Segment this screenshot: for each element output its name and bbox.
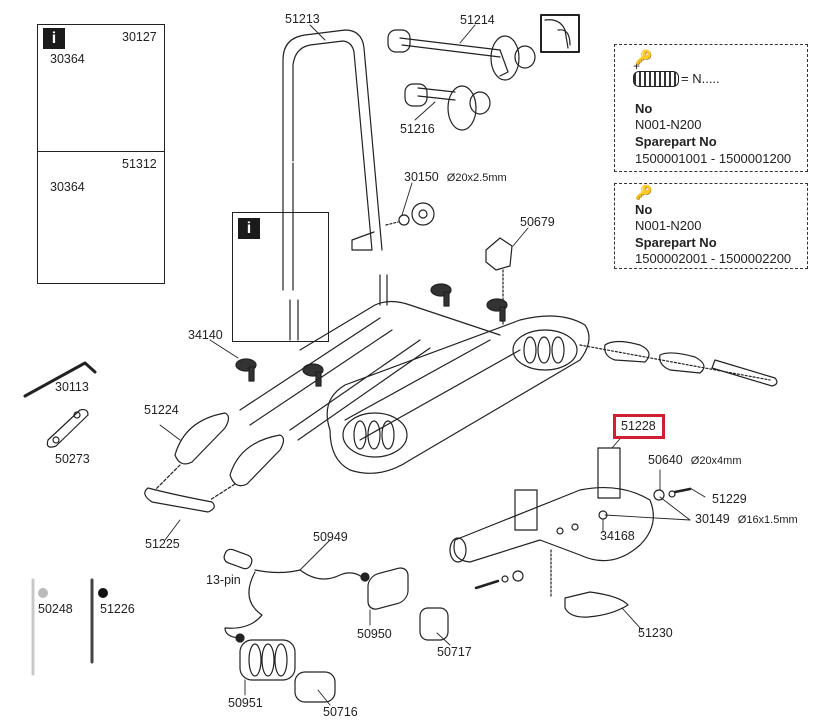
key-equation: = N..... — [681, 71, 720, 86]
carrier-body-drawing — [239, 274, 590, 474]
key-no-label: No — [635, 202, 653, 217]
part-label-51312: 51312 — [122, 157, 157, 171]
info-badge: i — [238, 218, 260, 239]
key-no-range: N001-N200 — [635, 218, 702, 233]
part-label-34140: 34140 — [188, 328, 223, 342]
key-no-label: No — [635, 101, 653, 116]
key-sparepart-label: Sparepart No — [635, 134, 717, 149]
part-id: 50640 — [648, 453, 683, 467]
part-label-51226: 51226 — [100, 602, 135, 616]
key-sparepart-range: 1500002001 - 1500002200 — [635, 251, 792, 266]
part-label-13-pin: 13-pin — [206, 573, 241, 587]
part-label-30364-lower: 30364 — [50, 180, 85, 194]
part-spec: Ø16x1.5mm — [737, 514, 798, 526]
part-label-51230: 51230 — [638, 626, 673, 640]
part-label-51225: 51225 — [145, 537, 180, 551]
part-label-51224: 51224 — [144, 403, 179, 417]
part-label-51228[interactable]: 51228 — [621, 419, 656, 433]
frame-51213-drawing — [282, 29, 383, 291]
highlight-box-51228[interactable]: 51228 — [613, 414, 665, 439]
key-box-1: + 🔑 = N..... No N001-N200 Sparepart No 1… — [614, 44, 808, 172]
part-label-30149: 30149 Ø16x1.5mm — [695, 512, 798, 527]
leader-lines — [159, 24, 706, 706]
part-label-30364-upper: 30364 — [50, 52, 85, 66]
arm-51214-drawing — [387, 29, 536, 81]
swatch-dark-icon — [98, 588, 108, 598]
part-spec: Ø20x4mm — [690, 455, 742, 467]
part-label-50949: 50949 — [313, 530, 348, 544]
part-label-50951: 50951 — [228, 696, 263, 710]
wiring-50949-drawing — [223, 548, 370, 643]
key-no-range: N001-N200 — [635, 117, 702, 132]
part-label-51213: 51213 — [285, 12, 320, 26]
key-plus: + — [633, 59, 641, 73]
part-spec: Ø20x2.5mm — [446, 172, 507, 184]
straps-drawing — [235, 283, 508, 387]
part-label-51229: 51229 — [712, 492, 747, 506]
part-label-50273: 50273 — [55, 452, 90, 466]
key-icon: 🔑 — [635, 49, 653, 65]
part-50679-drawing — [485, 237, 513, 271]
part-id: 30149 — [695, 512, 730, 526]
part-label-51216: 51216 — [400, 122, 435, 136]
part-label-51214: 51214 — [460, 13, 495, 27]
knob-30150-drawing — [351, 202, 435, 251]
swatch-light-icon — [38, 588, 48, 598]
part-id: 30150 — [404, 170, 439, 184]
arm-51216-drawing — [404, 83, 491, 131]
hitch-drawing — [449, 447, 692, 618]
part-label-50679: 50679 — [520, 215, 555, 229]
cradles-51224-drawing — [144, 412, 285, 513]
plate-50273-drawing — [46, 408, 89, 448]
info-badge: i — [43, 28, 65, 49]
part-label-50950: 50950 — [357, 627, 392, 641]
key-box-2: 🔑 No N001-N200 Sparepart No 1500002001 -… — [614, 183, 808, 269]
inset-center: i — [232, 212, 329, 342]
tail-parts-drawing — [579, 340, 778, 387]
inset-top-left: i — [37, 24, 165, 284]
inset-divider — [38, 151, 164, 152]
hex-key-30113-drawing — [23, 361, 97, 398]
part-label-34168: 34168 — [600, 529, 635, 543]
part-label-30127: 30127 — [122, 30, 157, 44]
part-label-30113: 30113 — [55, 380, 89, 394]
part-label-50716: 50716 — [323, 705, 358, 719]
key-sparepart-range: 1500001001 - 1500001200 — [635, 151, 792, 166]
part-label-50717: 50717 — [437, 645, 472, 659]
part-label-50248: 50248 — [38, 602, 73, 616]
bar-51225-drawing — [144, 487, 215, 513]
part-label-50640: 50640 Ø20x4mm — [648, 453, 742, 468]
part-label-30150: 30150 Ø20x2.5mm — [404, 170, 507, 185]
lock-cylinder-icon — [633, 71, 679, 87]
key-icon: 🔑 — [635, 184, 653, 200]
key-sparepart-label: Sparepart No — [635, 235, 717, 250]
lamps-drawing — [239, 567, 449, 703]
